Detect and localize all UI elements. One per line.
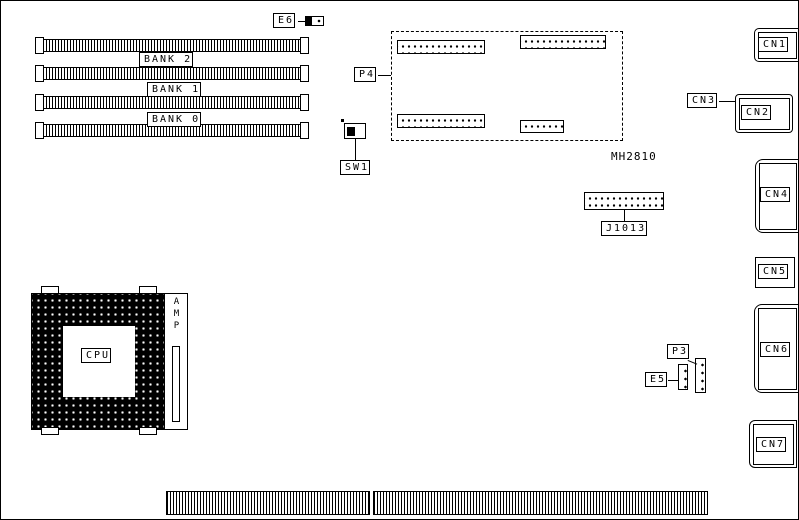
sw1-label: SW1 <box>340 160 371 175</box>
e5-label: E5 <box>645 372 668 387</box>
p3-pin-header <box>695 358 706 393</box>
simm-clip-icon <box>35 37 44 54</box>
cn6-label: CN6 <box>760 342 791 357</box>
cn4-label: CN4 <box>760 187 791 202</box>
leader-line <box>378 75 391 76</box>
simm-slot-3 <box>35 94 309 111</box>
simm-clip-icon <box>300 94 309 111</box>
p4-pin-strip-top-left <box>397 40 485 54</box>
simm-clip-icon <box>300 122 309 139</box>
bank1-label: BANK 1 <box>147 82 202 97</box>
edge-connector-left <box>166 491 370 515</box>
p3-label: P3 <box>667 344 690 359</box>
p4-pin-strip-bottom-right <box>520 120 564 133</box>
e6-jumper-block-icon <box>305 16 324 26</box>
socket-tab <box>139 427 157 435</box>
socket-tab <box>41 427 59 435</box>
e6-label: E6 <box>273 13 296 28</box>
simm-clip-icon <box>35 94 44 111</box>
socket-tab <box>139 286 157 294</box>
amp-brand-text: AMP <box>171 297 182 333</box>
bank2-label: BANK 2 <box>139 52 194 67</box>
zif-lever-icon <box>172 346 180 422</box>
simm-clip-icon <box>35 65 44 82</box>
leader-line <box>624 210 625 221</box>
leader-line <box>298 21 305 22</box>
j1013-label: J1013 <box>601 221 648 236</box>
cn5-label: CN5 <box>758 264 789 279</box>
socket-tab <box>41 286 59 294</box>
socket-lever-housing: AMP <box>164 293 188 430</box>
cn3-label: CN3 <box>687 93 718 108</box>
cn7-connector <box>749 420 797 468</box>
p4-header-outline <box>391 31 623 141</box>
cn1-label: CN1 <box>758 37 789 52</box>
e5-pin-header <box>678 364 688 390</box>
simm-clip-icon <box>300 37 309 54</box>
simm-slot-2 <box>35 65 309 82</box>
cpu-label: CPU <box>81 348 112 363</box>
simm-clip-icon <box>35 122 44 139</box>
bank0-label: BANK 0 <box>147 112 202 127</box>
part-number-text: MH2810 <box>611 150 657 163</box>
switch-slider-icon <box>347 127 355 136</box>
edge-connector-right <box>373 491 708 515</box>
p4-label: P4 <box>354 67 377 82</box>
sw1-switch-body <box>344 123 366 139</box>
cn7-label: CN7 <box>756 437 787 452</box>
j1013-pin-header <box>584 192 664 210</box>
p4-pin-strip-bottom-left <box>397 114 485 128</box>
simm-slot-1 <box>35 37 309 54</box>
leader-line <box>719 101 735 102</box>
leader-line <box>355 139 356 160</box>
p4-pin-strip-top-right <box>520 35 606 49</box>
cn2-label: CN2 <box>741 105 772 120</box>
simm-clip-icon <box>300 65 309 82</box>
leader-line <box>668 380 678 381</box>
sw1-pin1-marker <box>341 119 344 122</box>
